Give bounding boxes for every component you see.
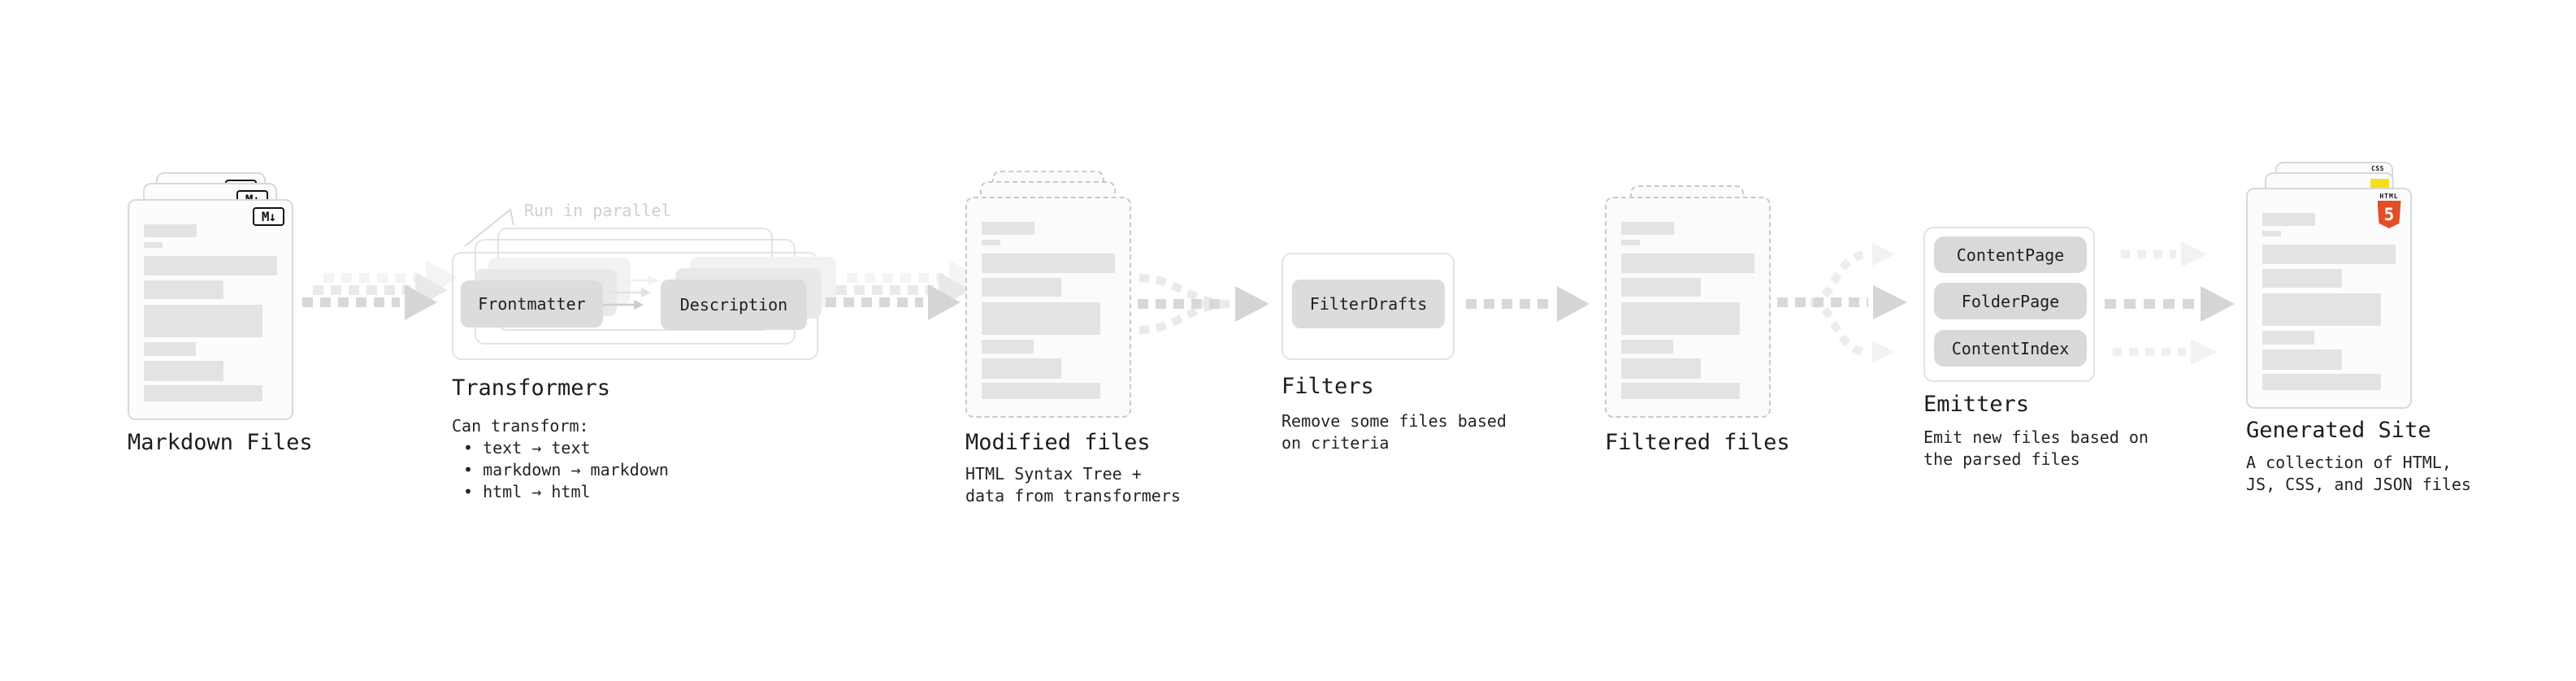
filters-caption: Remove some files based on criteria: [1281, 411, 1507, 453]
run-in-parallel-annotation: Run in parallel: [524, 201, 671, 220]
description-pill: Description: [661, 280, 807, 330]
emitters-label: Emitters: [1923, 392, 2030, 417]
html5-icon: HTML 5: [2377, 193, 2401, 228]
frontmatter-pill-label: Frontmatter: [478, 294, 586, 314]
transformers-label: Transformers: [452, 375, 611, 401]
arrow-markdown-to-transformers: [302, 260, 458, 320]
transformers-caption-title: Can transform:: [452, 416, 589, 436]
description-pill-label: Description: [679, 295, 788, 314]
transform-bullet: • markdown → markdown: [463, 460, 669, 479]
annotation-leader-line: [464, 208, 514, 247]
contentindex-pill-label: ContentIndex: [1951, 338, 2070, 358]
markdown-icon: M↓: [253, 207, 284, 226]
folderpage-pill-label: FolderPage: [1961, 291, 2060, 311]
generated-site-label: Generated Site: [2246, 418, 2431, 443]
filters-label: Filters: [1281, 374, 1374, 399]
arrow-emitters-top: [2121, 241, 2207, 267]
filterdrafts-pill: FilterDrafts: [1292, 280, 1445, 328]
filtered-files-label: Filtered files: [1605, 430, 1790, 455]
emitters-caption: Emit new files based on the parsed files: [1923, 427, 2149, 469]
document-content-bars: [982, 198, 1130, 416]
parallel-arrows: [603, 275, 658, 310]
document-content-bars: [144, 201, 292, 419]
modified-file-card: [965, 197, 1131, 418]
arrow-emitters-bottom: [2113, 339, 2217, 365]
contentpage-pill: ContentPage: [1934, 236, 2087, 273]
transformers-caption: Can transform: • text → text • markdown …: [452, 415, 669, 503]
transform-bullet: • html → html: [463, 482, 591, 501]
js-icon: [2370, 179, 2389, 189]
arrow-transformers-to-modified: [826, 260, 982, 320]
document-content-bars: [2262, 189, 2410, 407]
transform-bullet: • text → text: [463, 438, 591, 458]
document-content-bars: [1621, 198, 1769, 416]
modified-files-caption: HTML Syntax Tree + data from transformer…: [965, 464, 1181, 505]
markdown-files-label: Markdown Files: [128, 430, 313, 455]
modified-files-label: Modified files: [965, 430, 1151, 455]
arrow-filtered-to-emitters: [1777, 243, 1907, 363]
contentpage-pill-label: ContentPage: [1956, 245, 2065, 265]
generated-site-caption: A collection of HTML, JS, CSS, and JSON …: [2246, 453, 2471, 494]
arrow-modified-to-filters: [1138, 274, 1269, 334]
frontmatter-pill: Frontmatter: [461, 280, 603, 327]
filterdrafts-pill-label: FilterDrafts: [1309, 294, 1428, 314]
arrow-emitters-middle: [2105, 286, 2235, 322]
filtered-file-card: [1605, 197, 1771, 418]
markdown-file-card: M↓: [128, 199, 293, 420]
generated-site-card: HTML 5: [2246, 188, 2412, 409]
contentindex-pill: ContentIndex: [1934, 330, 2087, 367]
folderpage-pill: FolderPage: [1934, 283, 2087, 319]
arrow-filters-to-filtered: [1466, 286, 1589, 322]
